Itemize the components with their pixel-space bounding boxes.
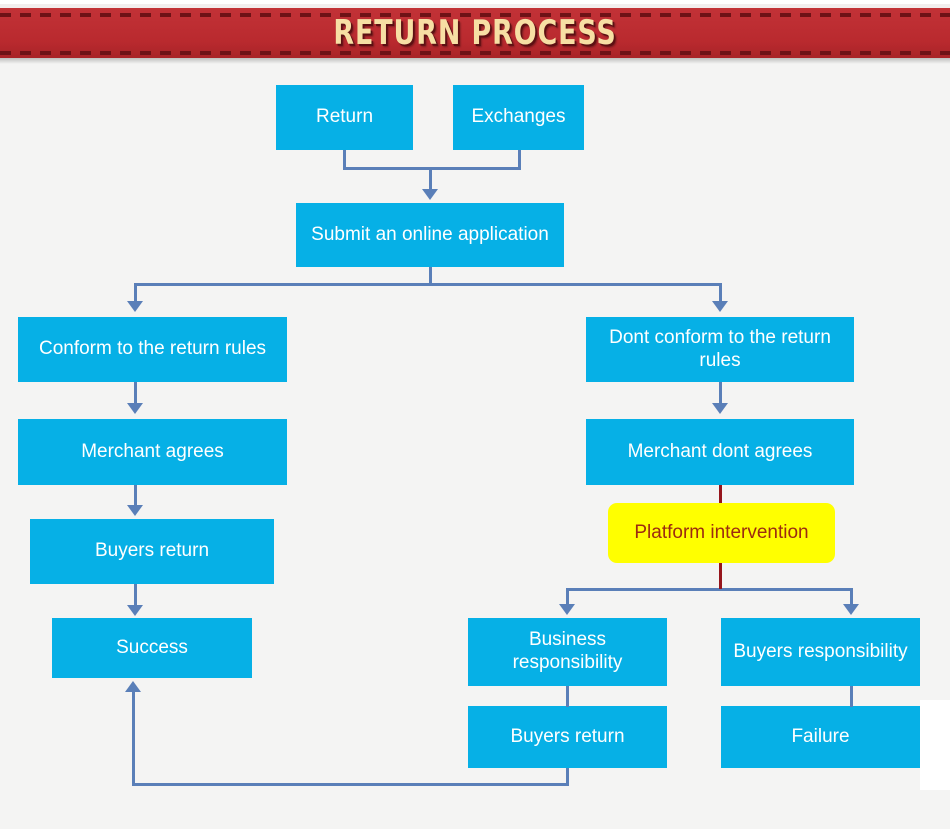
edge-merge-drop <box>429 167 432 191</box>
node-exchanges[interactable]: Exchanges <box>453 85 584 150</box>
banner-shadow <box>0 58 950 64</box>
node-success[interactable]: Success <box>52 618 252 678</box>
node-failure[interactable]: Failure <box>721 706 920 768</box>
edge-buyers-return-arrowhead <box>127 505 143 516</box>
edge-business-resp-arrowhead <box>559 604 575 615</box>
node-platform-intervention[interactable]: Platform intervention <box>608 503 835 563</box>
edge-merge-arrowhead <box>422 189 438 200</box>
edge-loop-bar <box>132 783 569 786</box>
edge-submit-stem <box>429 267 432 285</box>
edge-dont-conform-arrowhead <box>712 301 728 312</box>
edge-buyers-resp-to-failure <box>850 686 853 707</box>
edge-split-bar-1 <box>134 283 722 286</box>
edge-merchant-agrees-arrowhead <box>127 403 143 414</box>
node-return[interactable]: Return <box>276 85 413 150</box>
edge-split2-left <box>566 588 569 606</box>
canvas-background-bottom <box>0 790 950 829</box>
node-dont-conform-to-return-rules[interactable]: Dont conform to the return rules <box>586 317 854 382</box>
edge-merchant-dont-arrowhead <box>712 403 728 414</box>
title-banner: RETURN PROCESS <box>0 4 950 58</box>
banner-top-strip <box>0 4 950 8</box>
edge-loop-down <box>566 768 569 786</box>
banner-stitch-bottom <box>0 51 950 55</box>
node-merchant-dont-agrees[interactable]: Merchant dont agrees <box>586 419 854 485</box>
edge-loop-up <box>132 692 135 784</box>
canvas-background-notch <box>920 700 950 790</box>
edge-loop-arrowhead <box>125 681 141 692</box>
edge-split-right <box>719 283 722 303</box>
edge-split-left <box>134 283 137 303</box>
edge-success-arrowhead <box>127 605 143 616</box>
edge-merge-bar <box>343 167 521 170</box>
node-conform-to-return-rules[interactable]: Conform to the return rules <box>18 317 287 382</box>
node-buyers-return-right[interactable]: Buyers return <box>468 706 667 768</box>
edge-split-bar-2 <box>566 588 853 591</box>
edge-return-stem <box>343 150 346 170</box>
node-buyers-responsibility[interactable]: Buyers responsibility <box>721 618 920 686</box>
edge-split2-right <box>850 588 853 606</box>
edge-dont-conform-to-merchant <box>719 382 722 405</box>
edge-merchant-to-buyers <box>134 485 137 507</box>
edge-buyers-resp-arrowhead <box>843 604 859 615</box>
banner-stitch-top <box>0 13 950 17</box>
node-business-responsibility[interactable]: Business responsibility <box>468 618 667 686</box>
node-merchant-agrees[interactable]: Merchant agrees <box>18 419 287 485</box>
node-buyers-return-left[interactable]: Buyers return <box>30 519 274 584</box>
page-title: RETURN PROCESS <box>333 13 617 53</box>
edge-conform-to-merchant <box>134 382 137 405</box>
edge-conform-arrowhead <box>127 301 143 312</box>
edge-exchanges-stem <box>518 150 521 170</box>
edge-buyers-to-success <box>134 584 137 607</box>
node-submit-application[interactable]: Submit an online application <box>296 203 564 267</box>
edge-business-to-buyers-return <box>566 686 569 707</box>
